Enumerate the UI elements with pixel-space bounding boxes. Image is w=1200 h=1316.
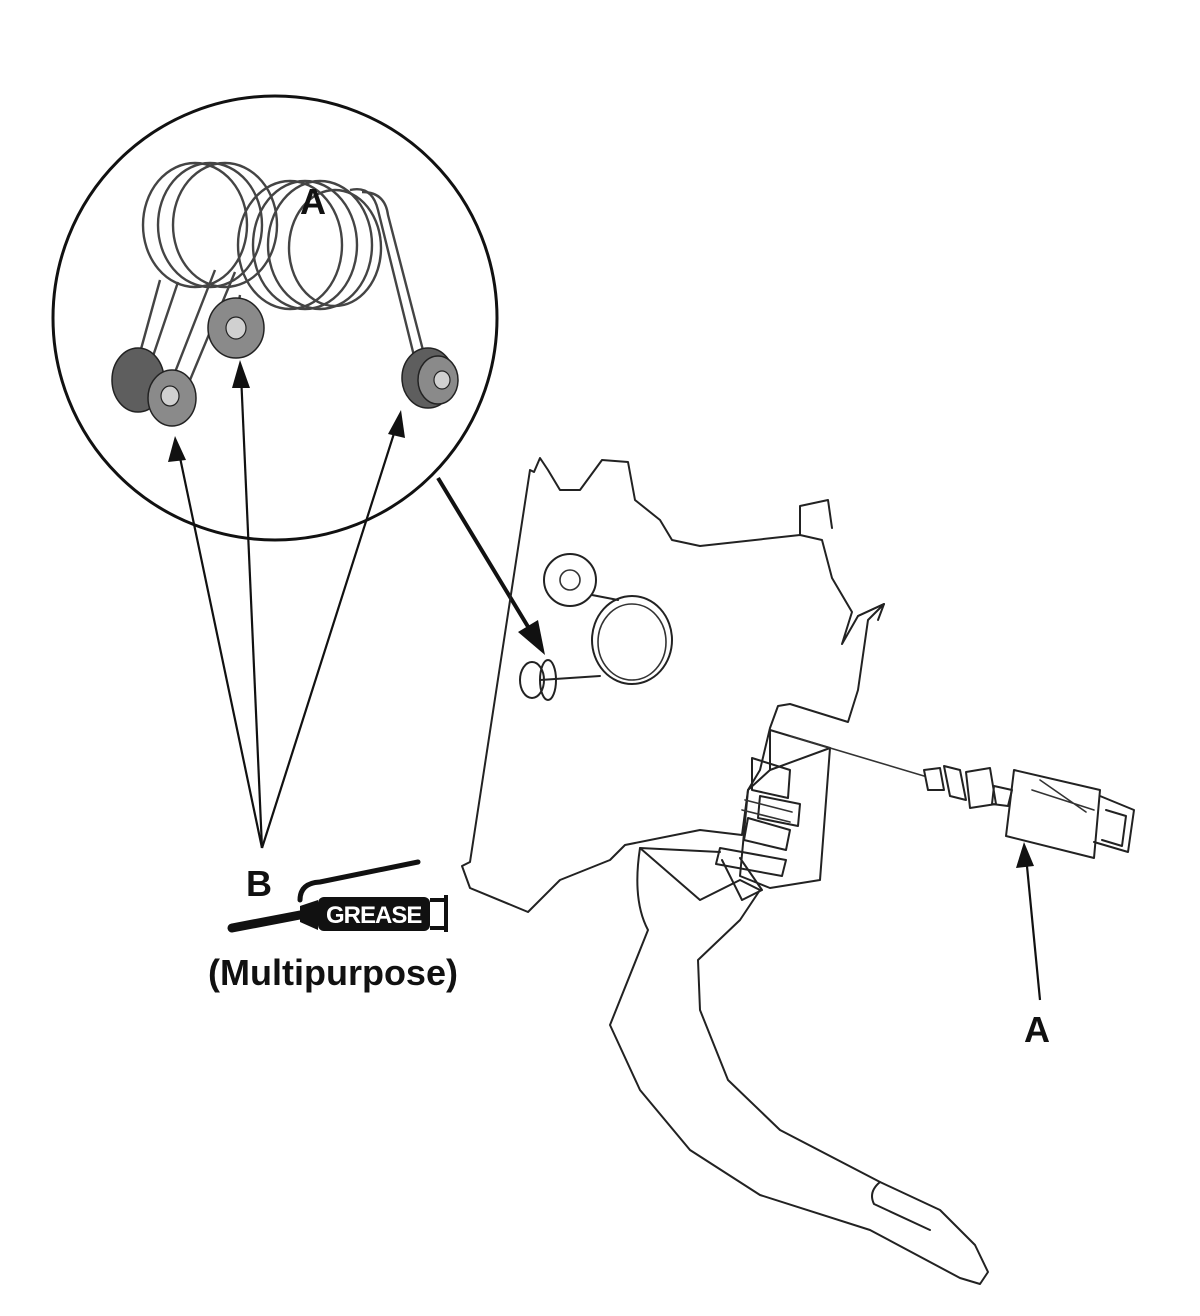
bracket-return-spring [519,553,673,701]
grease-tube-icon: GREASE [227,859,448,933]
detail-inset-circle [51,94,499,542]
inset-return-spring [136,161,427,393]
detail-pointer-arrow [436,476,545,655]
pedal-bracket [461,457,885,913]
grease-tube-label: GREASE [326,902,422,929]
bushing-left [111,347,197,427]
switch-mount [715,729,831,889]
label-switch-arrow [1016,842,1042,1001]
label-lubricant-type: (Multipurpose) [208,952,458,993]
label-spring-inset: A [300,181,326,222]
label-b-arrows [168,360,405,849]
bushing-right [401,347,459,409]
pedal-position-switch [789,735,1135,859]
label-bushings: B [246,863,272,904]
bushing-middle [207,297,265,359]
label-switch: A [1024,1009,1050,1050]
pedal-arm [609,847,989,1285]
